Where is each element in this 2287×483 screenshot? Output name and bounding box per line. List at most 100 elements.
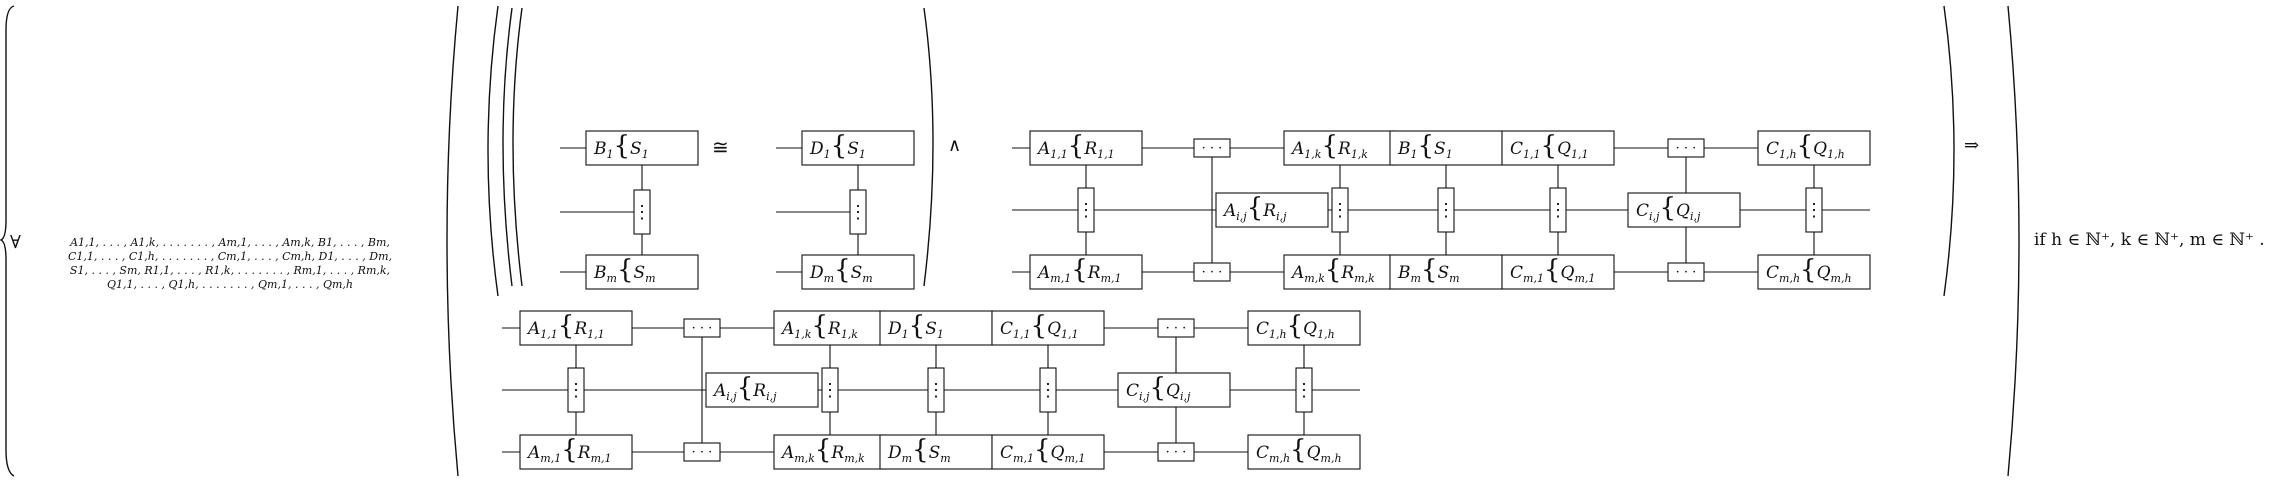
generator-label: Ci,j{Qi,j	[1126, 373, 1191, 403]
generator-label: Cm,1{Qm,1	[1000, 435, 1085, 465]
generator-box	[991, 434, 1105, 470]
congruence-left-paren	[502, 7, 513, 287]
generator-label: D1{S1	[887, 311, 944, 341]
antecedent-diagram-vdots-1: ⋮	[1331, 187, 1349, 233]
vdots-label: ⋮	[821, 380, 839, 401]
result-diagram-bottom-dots-1: · · ·	[683, 442, 721, 462]
vdots-label: ⋮	[1039, 380, 1057, 401]
generator-box	[519, 434, 633, 470]
outer-left-paren	[446, 5, 459, 477]
antecedent-diagram-bottom-2: Am,k{Rm,k	[1283, 254, 1397, 290]
antecedent-diagram-top-0: A1,1{R1,1	[1029, 130, 1143, 166]
condition-text: if h ∈ ℕ⁺, k ∈ ℕ⁺, m ∈ ℕ⁺ .	[2034, 230, 2265, 250]
antecedent-diagram-top-2: A1,k{R1,k	[1283, 130, 1397, 166]
right-column-bottom: Dm{Sm	[801, 254, 915, 290]
implies-symbol: ⇒	[1964, 135, 1980, 156]
generator-label: A1,1{R1,1	[1036, 131, 1115, 161]
vdots-label: ⋮	[1805, 200, 1823, 221]
result-diagram-top-6: C1,h{Q1,h	[1247, 310, 1361, 346]
generator-label: Am,1{Rm,1	[1036, 255, 1122, 285]
generator-label: A1,k{R1,k	[1290, 131, 1368, 161]
antecedent-diagram-bottom-3: Bm{Sm	[1389, 254, 1503, 290]
generator-label: C1,1{Q1,1	[1510, 131, 1589, 161]
variables-line-3: S1, . . . , Sm, R1,1, . . . , R1,k, . . …	[69, 264, 391, 277]
vdots-label: ⋮	[567, 380, 585, 401]
dots-label: · · ·	[692, 445, 713, 460]
generator-label: Am,k{Rm,k	[1290, 255, 1375, 285]
generator-label: Dm{Sm	[809, 255, 873, 285]
generator-box	[1627, 192, 1741, 228]
antecedent-diagram-bottom-0: Am,1{Rm,1	[1029, 254, 1143, 290]
generator-label: B1{S1	[593, 131, 649, 161]
result-diagram-top-3: D1{S1	[879, 310, 993, 346]
dots-label: · · ·	[1166, 445, 1187, 460]
antecedent-diagram-top-3: B1{S1	[1389, 130, 1503, 166]
antecedent-diagram-top-dots-5: · · ·	[1667, 138, 1705, 158]
generator-box	[585, 130, 699, 166]
left-brace	[0, 5, 15, 477]
generator-label: Cm,h{Qm,h	[1766, 255, 1852, 285]
vdots-label: ⋮	[1295, 380, 1313, 401]
generator-label: A1,k{R1,k	[780, 311, 858, 341]
generator-box	[801, 254, 915, 290]
variables-line-1: A1,1, . . . , A1,k, . . . . . . . , Am,1…	[70, 236, 390, 249]
brackets	[0, 5, 2020, 477]
antecedent-diagram-top-4: C1,1{Q1,1	[1501, 130, 1615, 166]
generator-box	[1389, 254, 1503, 290]
generator-box	[1501, 130, 1615, 166]
variables-line-2: C1,1, . . . , C1,h, . . . . . . . , Cm,1…	[67, 250, 393, 263]
generator-box	[585, 254, 699, 290]
antecedent-diagram-middle-1: Ci,j{Qi,j	[1627, 192, 1741, 228]
generator-label: Dm{Sm	[887, 435, 951, 465]
generator-label: C1,h{Q1,h	[1766, 131, 1845, 161]
vdots-label: ⋮	[849, 202, 867, 223]
dots-label: · · ·	[692, 321, 713, 336]
generator-box	[1029, 254, 1143, 290]
vdots-label: ⋮	[1549, 200, 1567, 221]
outer-right-paren	[2007, 5, 2020, 477]
result-diagram-bottom-6: Cm,h{Qm,h	[1247, 434, 1361, 470]
generator-label: B1{S1	[1397, 131, 1453, 161]
generator-box	[773, 434, 887, 470]
generator-box	[801, 130, 915, 166]
vdots-label: ⋮	[633, 202, 651, 223]
dots-label: · · ·	[1166, 321, 1187, 336]
dots-label: · · ·	[1676, 265, 1697, 280]
result-diagram-bottom-2: Am,k{Rm,k	[773, 434, 887, 470]
antecedent-diagram-vdots-0: ⋮	[1077, 187, 1095, 233]
result-diagram-middle-0: Ai,j{Ri,j	[705, 372, 819, 408]
result-diagram-vdots-2: ⋮	[927, 367, 945, 413]
antecedent-diagram-vdots-4: ⋮	[1805, 187, 1823, 233]
generator-label: Ai,j{Ri,j	[1222, 193, 1287, 223]
variables-line-4: Q1,1, . . . , Q1,h, . . . . . . . , Qm,1…	[107, 278, 353, 291]
result-diagram-top-4: C1,1{Q1,1	[991, 310, 1105, 346]
generator-label: D1{S1	[809, 131, 866, 161]
right-column-vdots: ⋮	[849, 189, 867, 235]
result-diagram-bottom-0: Am,1{Rm,1	[519, 434, 633, 470]
vdots-label: ⋮	[1331, 200, 1349, 221]
antecedent-diagram-bottom-dots-5: · · ·	[1667, 262, 1705, 282]
congruence-right-paren	[923, 7, 934, 287]
generator-box	[705, 372, 819, 408]
congruence-symbol: ≅	[712, 135, 729, 159]
left-column-top: B1{S1	[585, 130, 699, 166]
generator-box	[1757, 254, 1871, 290]
generator-label: Bm{Sm	[1397, 255, 1460, 285]
dots-label: · · ·	[1202, 141, 1223, 156]
generator-box	[1389, 130, 1503, 166]
antecedent-diagram-vdots-3: ⋮	[1549, 187, 1567, 233]
result-diagram-bottom-dots-5: · · ·	[1157, 442, 1195, 462]
generator-label: Ai,j{Ri,j	[712, 373, 777, 403]
antecedent-left-paren	[487, 5, 499, 297]
result-diagram-top-dots-1: · · ·	[683, 318, 721, 338]
result-diagram-top-2: A1,k{R1,k	[773, 310, 887, 346]
generator-box	[991, 310, 1105, 346]
left-column-vdots: ⋮	[633, 189, 651, 235]
generator-box	[1247, 434, 1361, 470]
result-diagram-vdots-0: ⋮	[567, 367, 585, 413]
generator-box	[1247, 310, 1361, 346]
vdots-label: ⋮	[1437, 200, 1455, 221]
antecedent-diagram-vdots-2: ⋮	[1437, 187, 1455, 233]
antecedent-diagram-top-6: C1,h{Q1,h	[1757, 130, 1871, 166]
